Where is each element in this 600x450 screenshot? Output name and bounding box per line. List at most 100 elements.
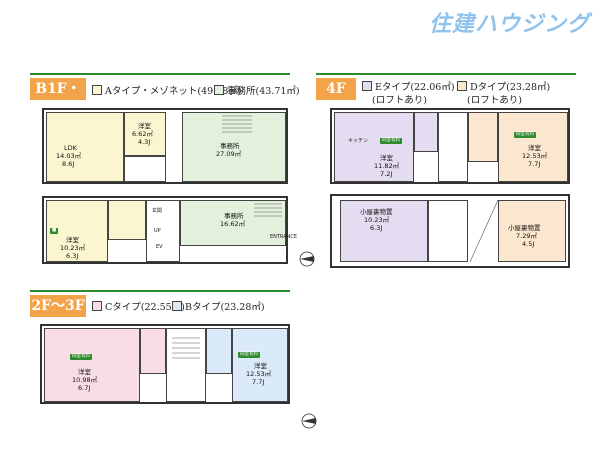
room-d-yoshitsu (498, 112, 568, 182)
room-void-4f (428, 200, 468, 262)
room-e-yoshitsu (334, 112, 414, 182)
label-entry-in: ENTRANCE (270, 234, 298, 240)
label-e-area: 11.82㎡ (374, 162, 400, 170)
room-c-bath (140, 328, 166, 374)
label-c-yoshitsu: 洋室 (78, 368, 91, 376)
room-ldk (46, 112, 124, 182)
legend-swatch-office (214, 85, 224, 95)
void-diagonal-1 (470, 200, 498, 262)
room-stair-1 (124, 156, 166, 182)
legend-d-loft: (ロフトあり) (467, 95, 522, 106)
stair-lines-upper (222, 115, 252, 133)
label-loft-1-area: 10.23㎡ (364, 216, 390, 224)
legend-type-e: Eタイプ(22.06㎡) (362, 79, 455, 93)
stair-lines-lower (254, 203, 282, 217)
floorplan-b1f-upper: LDK 14.03㎡ 8.6J 洋室 6.62㎡ 4.3J 事務所 27.09㎡ (42, 108, 288, 184)
compass-north-2 (300, 412, 318, 432)
room-entrance-1 (146, 200, 180, 262)
label-yoshitsu-2-jo: 6.3J (66, 252, 79, 260)
label-loft-1-jo: 6.3J (370, 224, 383, 232)
label-c-jo: 6.7J (78, 384, 91, 392)
label-e-jo: 7.2J (380, 170, 393, 178)
section-rule-4f (316, 73, 576, 75)
compass-north-1 (298, 250, 316, 270)
legend-type-c: Cタイプ(22.55㎡) (92, 299, 185, 313)
label-up: UP (154, 228, 161, 234)
room-loft-2 (498, 200, 566, 262)
badge-2f-c: 同室有料 (70, 354, 92, 360)
label-loft-2-jo: 4.5J (522, 240, 535, 248)
label-office-2: 事務所 (224, 212, 244, 220)
legend-office: 事務所(43.71㎡) (214, 83, 300, 97)
room-b-yoshitsu (232, 328, 288, 402)
label-loft-1: 小屋裏物置 (360, 208, 393, 216)
section-tag-2f3f: 2F～3F (30, 295, 86, 317)
label-e-yoshitsu: 洋室 (380, 154, 393, 162)
room-corridor-4f (438, 112, 468, 182)
label-yoshitsu-1-area: 6.62㎡ (132, 130, 153, 138)
label-c-area: 10.98㎡ (72, 376, 98, 384)
label-yoshitsu-1-jo: 4.3J (138, 138, 151, 146)
brand-logo: 住建ハウジング (428, 12, 590, 37)
room-loft-1 (340, 200, 428, 262)
room-corridor-2f (166, 328, 206, 402)
legend-label-e: Eタイプ(22.06㎡) (375, 82, 455, 93)
legend-label-d: Dタイプ(23.28㎡) (470, 82, 551, 93)
floorplan-1f-lower: ■ 洋室 10.23㎡ 6.3J 事務所 16.62㎡ 玄関 UP EV ENT… (42, 196, 297, 264)
label-entrance: 玄関 (152, 208, 163, 214)
room-office-1 (182, 112, 286, 182)
label-office-1-area: 27.09㎡ (216, 150, 242, 158)
label-loft-2: 小屋裏物置 (508, 224, 541, 232)
legend-swatch-c (92, 301, 102, 311)
label-kitchen-4f: キッチン (348, 138, 369, 144)
section-tag-4f: 4F (316, 78, 356, 100)
compass-arrow-icon (299, 251, 315, 267)
legend-swatch-a (92, 85, 102, 95)
legend-type-a: Aタイプ・メゾネット(49.08㎡) (92, 83, 241, 97)
label-ldk-jo: 8.6J (62, 160, 75, 168)
label-yoshitsu-2: 洋室 (66, 236, 79, 244)
room-b-bath (206, 328, 232, 374)
legend-swatch-b (172, 301, 182, 311)
label-loft-2-area: 7.29㎡ (516, 232, 537, 240)
label-ldk: LDK (64, 144, 77, 152)
legend-label-b: Bタイプ(23.28㎡) (185, 302, 265, 313)
label-b-area: 12.53㎡ (246, 370, 272, 378)
label-office-2-area: 16.62㎡ (220, 220, 246, 228)
label-d-jo: 7.7J (528, 160, 541, 168)
legend-label-c: Cタイプ(22.55㎡) (105, 302, 185, 313)
room-d-bath (468, 112, 498, 162)
legend-label-office: 事務所(43.71㎡) (227, 86, 300, 97)
compass-arrow-icon (301, 413, 317, 429)
room-yoshitsu-1 (124, 112, 166, 156)
floorplan-2f3f: 同室有料 同室有料 洋室 10.98㎡ 6.7J 洋室 12.53㎡ 7.7J (40, 324, 290, 404)
badge-4f-d: 同室有料 (514, 132, 536, 138)
label-d-area: 12.53㎡ (522, 152, 548, 160)
badge-2f-b: 同室有料 (238, 352, 260, 358)
label-ev: EV (156, 244, 163, 250)
label-b-jo: 7.7J (252, 378, 265, 386)
floorplan-4f-loft: 小屋裏物置 10.23㎡ 6.3J 小屋裏物置 7.29㎡ 4.5J (330, 194, 570, 268)
room-office-2 (180, 200, 286, 246)
legend-swatch-d (457, 81, 467, 91)
room-bath-1 (108, 200, 146, 240)
legend-type-b: Bタイプ(23.28㎡) (172, 299, 265, 313)
legend-type-d: Dタイプ(23.28㎡) (457, 79, 550, 93)
badge-4f-e: 同室有料 (380, 138, 402, 144)
section-rule-2f3f (30, 290, 290, 292)
label-yoshitsu-2-area: 10.23㎡ (60, 244, 86, 252)
label-yoshitsu-1: 洋室 (138, 122, 151, 130)
stair-lines-2f (172, 337, 200, 359)
legend-label-a: Aタイプ・メゾネット(49.08㎡) (105, 86, 242, 97)
legend-swatch-e (362, 81, 372, 91)
label-b-yoshitsu: 洋室 (254, 362, 267, 370)
section-tag-b1f: B1F・1F (30, 78, 86, 119)
room-e-bath (414, 112, 438, 152)
floorplan-4f-upper: 同室有料 同室有料 洋室 11.82㎡ 7.2J 洋室 12.53㎡ 7.7J … (330, 108, 570, 184)
label-office-1: 事務所 (220, 142, 240, 150)
label-ldk-area: 14.03㎡ (56, 152, 82, 160)
legend-e-loft: (ロフトあり) (372, 95, 427, 106)
badge-1f: ■ (50, 228, 59, 234)
section-rule-b1f (30, 73, 290, 75)
label-d-yoshitsu: 洋室 (528, 144, 541, 152)
